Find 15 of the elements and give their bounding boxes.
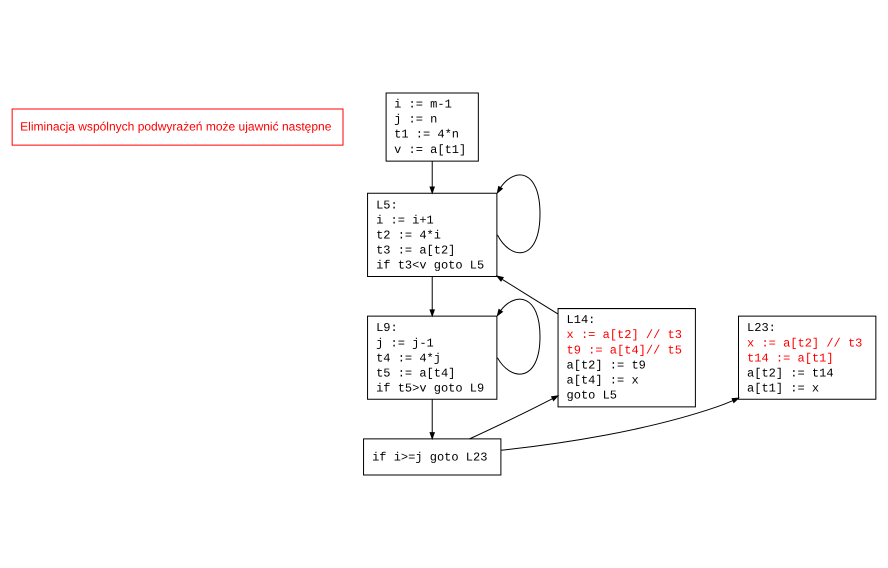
arrow bbox=[496, 275, 558, 314]
arrow bbox=[496, 298, 540, 374]
arrow bbox=[429, 399, 436, 440]
node-box: L14: x := a[t2] // t3 t9 := a[t4]// t5 a[t2] := t9 a[t4] := x goto L5 bbox=[558, 308, 696, 408]
node-box: if i>=j goto L23 bbox=[363, 438, 502, 476]
node-box: L23: x := a[t2] // t3 t14 := a[t1] a[t2] := t14 a[t1] := x bbox=[738, 316, 876, 400]
node-box: Eliminacja wspólnych podwyrażeń może ujawnić następne bbox=[12, 108, 344, 146]
node-box: L9: j := j-1 t4 := 4*j t5 := a[t4] if t5>v goto L9 bbox=[367, 316, 498, 400]
arrow bbox=[429, 161, 436, 195]
node-box: L5: i := i+1 t2 := 4*i t3 := a[t2] if t3<v goto L5 bbox=[367, 192, 498, 277]
arrow bbox=[496, 174, 540, 254]
arrow bbox=[429, 276, 436, 318]
arrow bbox=[500, 398, 740, 451]
arrow bbox=[469, 395, 560, 440]
node-box: i := m-1 j := n t1 := 4*n v := a[t1] bbox=[386, 92, 479, 162]
